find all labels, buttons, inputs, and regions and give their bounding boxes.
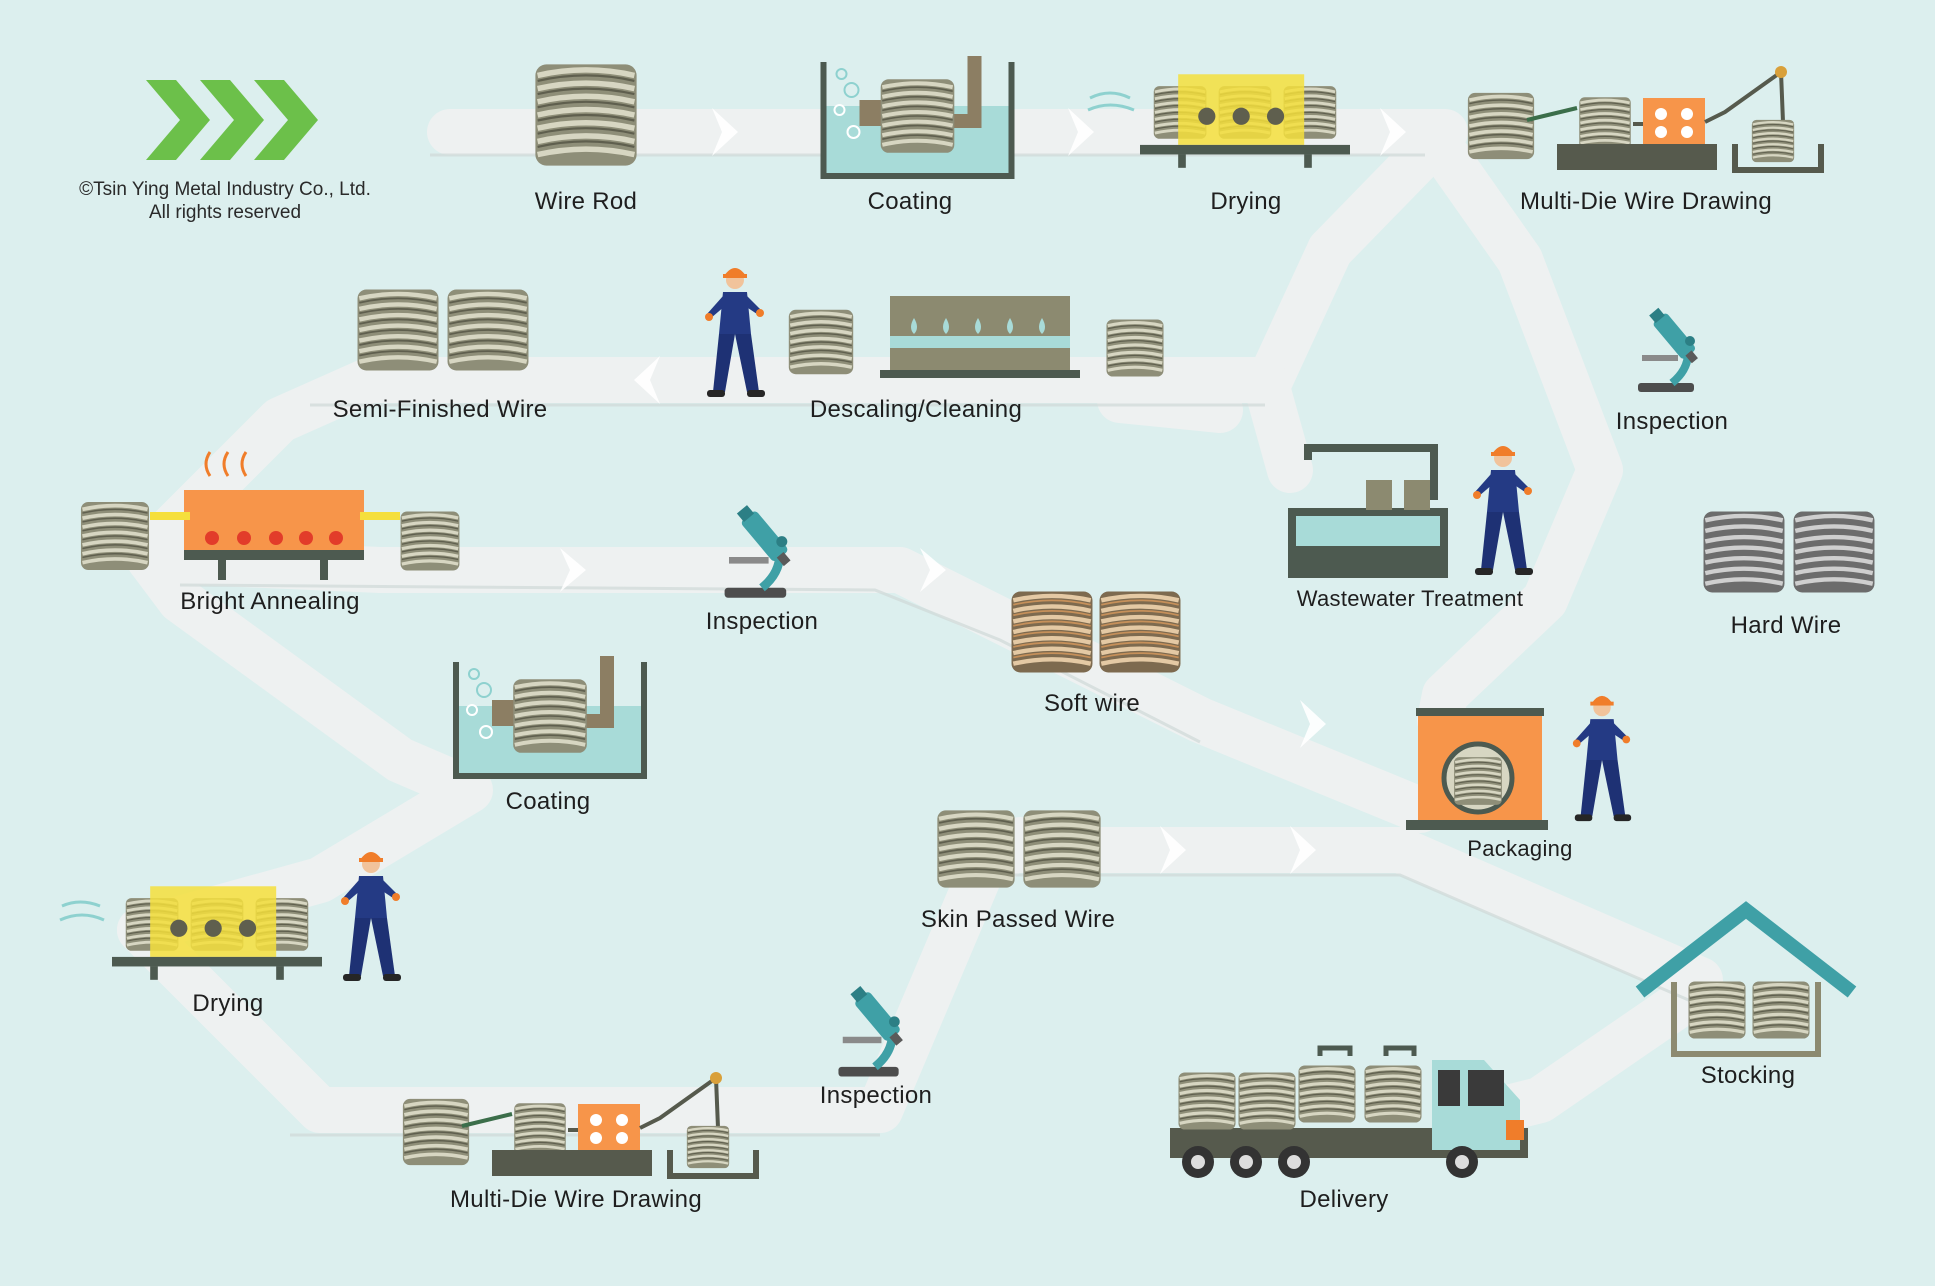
skin-passed-coil-icon [937,810,1014,887]
descaling-coil-icon [789,310,853,374]
coating-tank-icon-2 [456,656,644,776]
triple-chevron-logo [146,80,318,160]
semi-finished-coil-icon-2 [448,290,529,371]
microscope-icon [1638,306,1702,392]
label-hard-wire: Hard Wire [1730,612,1842,639]
label-skin-passed-wire: Skin Passed Wire [920,906,1116,933]
multi-die-drawing-machine-icon [1468,66,1821,170]
skin-passed-coil-icon-2 [1023,810,1100,887]
descaled-coil-icon [1104,317,1166,379]
semi-finished-coil-icon [358,290,439,371]
label-coating-2: Coating [505,788,591,815]
hard-wire-coil-icon-2 [1794,512,1875,593]
annealed-coil-icon [398,509,462,573]
label-drying: Drying [1210,188,1282,215]
dryer-icon [1140,74,1350,168]
label-coating: Coating [867,188,953,215]
label-wire-rod: Wire Rod [534,188,638,215]
label-soft-wire: Soft wire [1043,690,1141,717]
label-inspection-3: Inspection [819,1082,933,1109]
label-multi-die-wire-drawing: Multi-Die Wire Drawing [1520,188,1772,215]
label-wastewater-treatment: Wastewater Treatment [1296,586,1524,611]
wastewater-tank-icon [1288,444,1448,578]
delivery-truck-icon [1170,1045,1528,1178]
copyright-line-2: All rights reserved [148,202,302,223]
label-inspection: Inspection [1615,408,1729,435]
coating-tank-icon [824,56,1012,176]
label-inspection-2: Inspection [705,608,819,635]
label-stocking: Stocking [1700,1062,1796,1089]
label-bright-annealing: Bright Annealing [180,588,360,615]
label-descaling-cleaning: Descaling/Cleaning [809,396,1023,423]
wire-rod-coil-icon [535,64,636,165]
copyright-notice: ©Tsin Ying Metal Industry Co., Ltd. All … [70,178,380,224]
packaging-machine-icon [1406,708,1548,830]
dryer-icon-2 [112,886,322,980]
soft-wire-coil-icon-2 [1100,592,1181,673]
soft-wire-coil-icon [1012,592,1093,673]
worker-icon-2 [1473,446,1533,575]
warehouse-icon [1635,901,1857,1057]
label-delivery: Delivery [1299,1186,1389,1213]
descaling-machine-icon [890,296,1070,370]
label-drying-2: Drying [192,990,264,1017]
label-semi-finished-wire: Semi-Finished Wire [332,396,548,423]
worker-icon-3 [1572,695,1632,822]
hard-wire-coil-icon [1704,512,1785,593]
label-packaging: Packaging [1467,836,1573,861]
label-multi-die-wire-drawing-2: Multi-Die Wire Drawing [450,1186,702,1213]
copyright-line-1: ©Tsin Ying Metal Industry Co., Ltd. [79,179,371,200]
annealing-input-coil-icon [81,502,149,570]
